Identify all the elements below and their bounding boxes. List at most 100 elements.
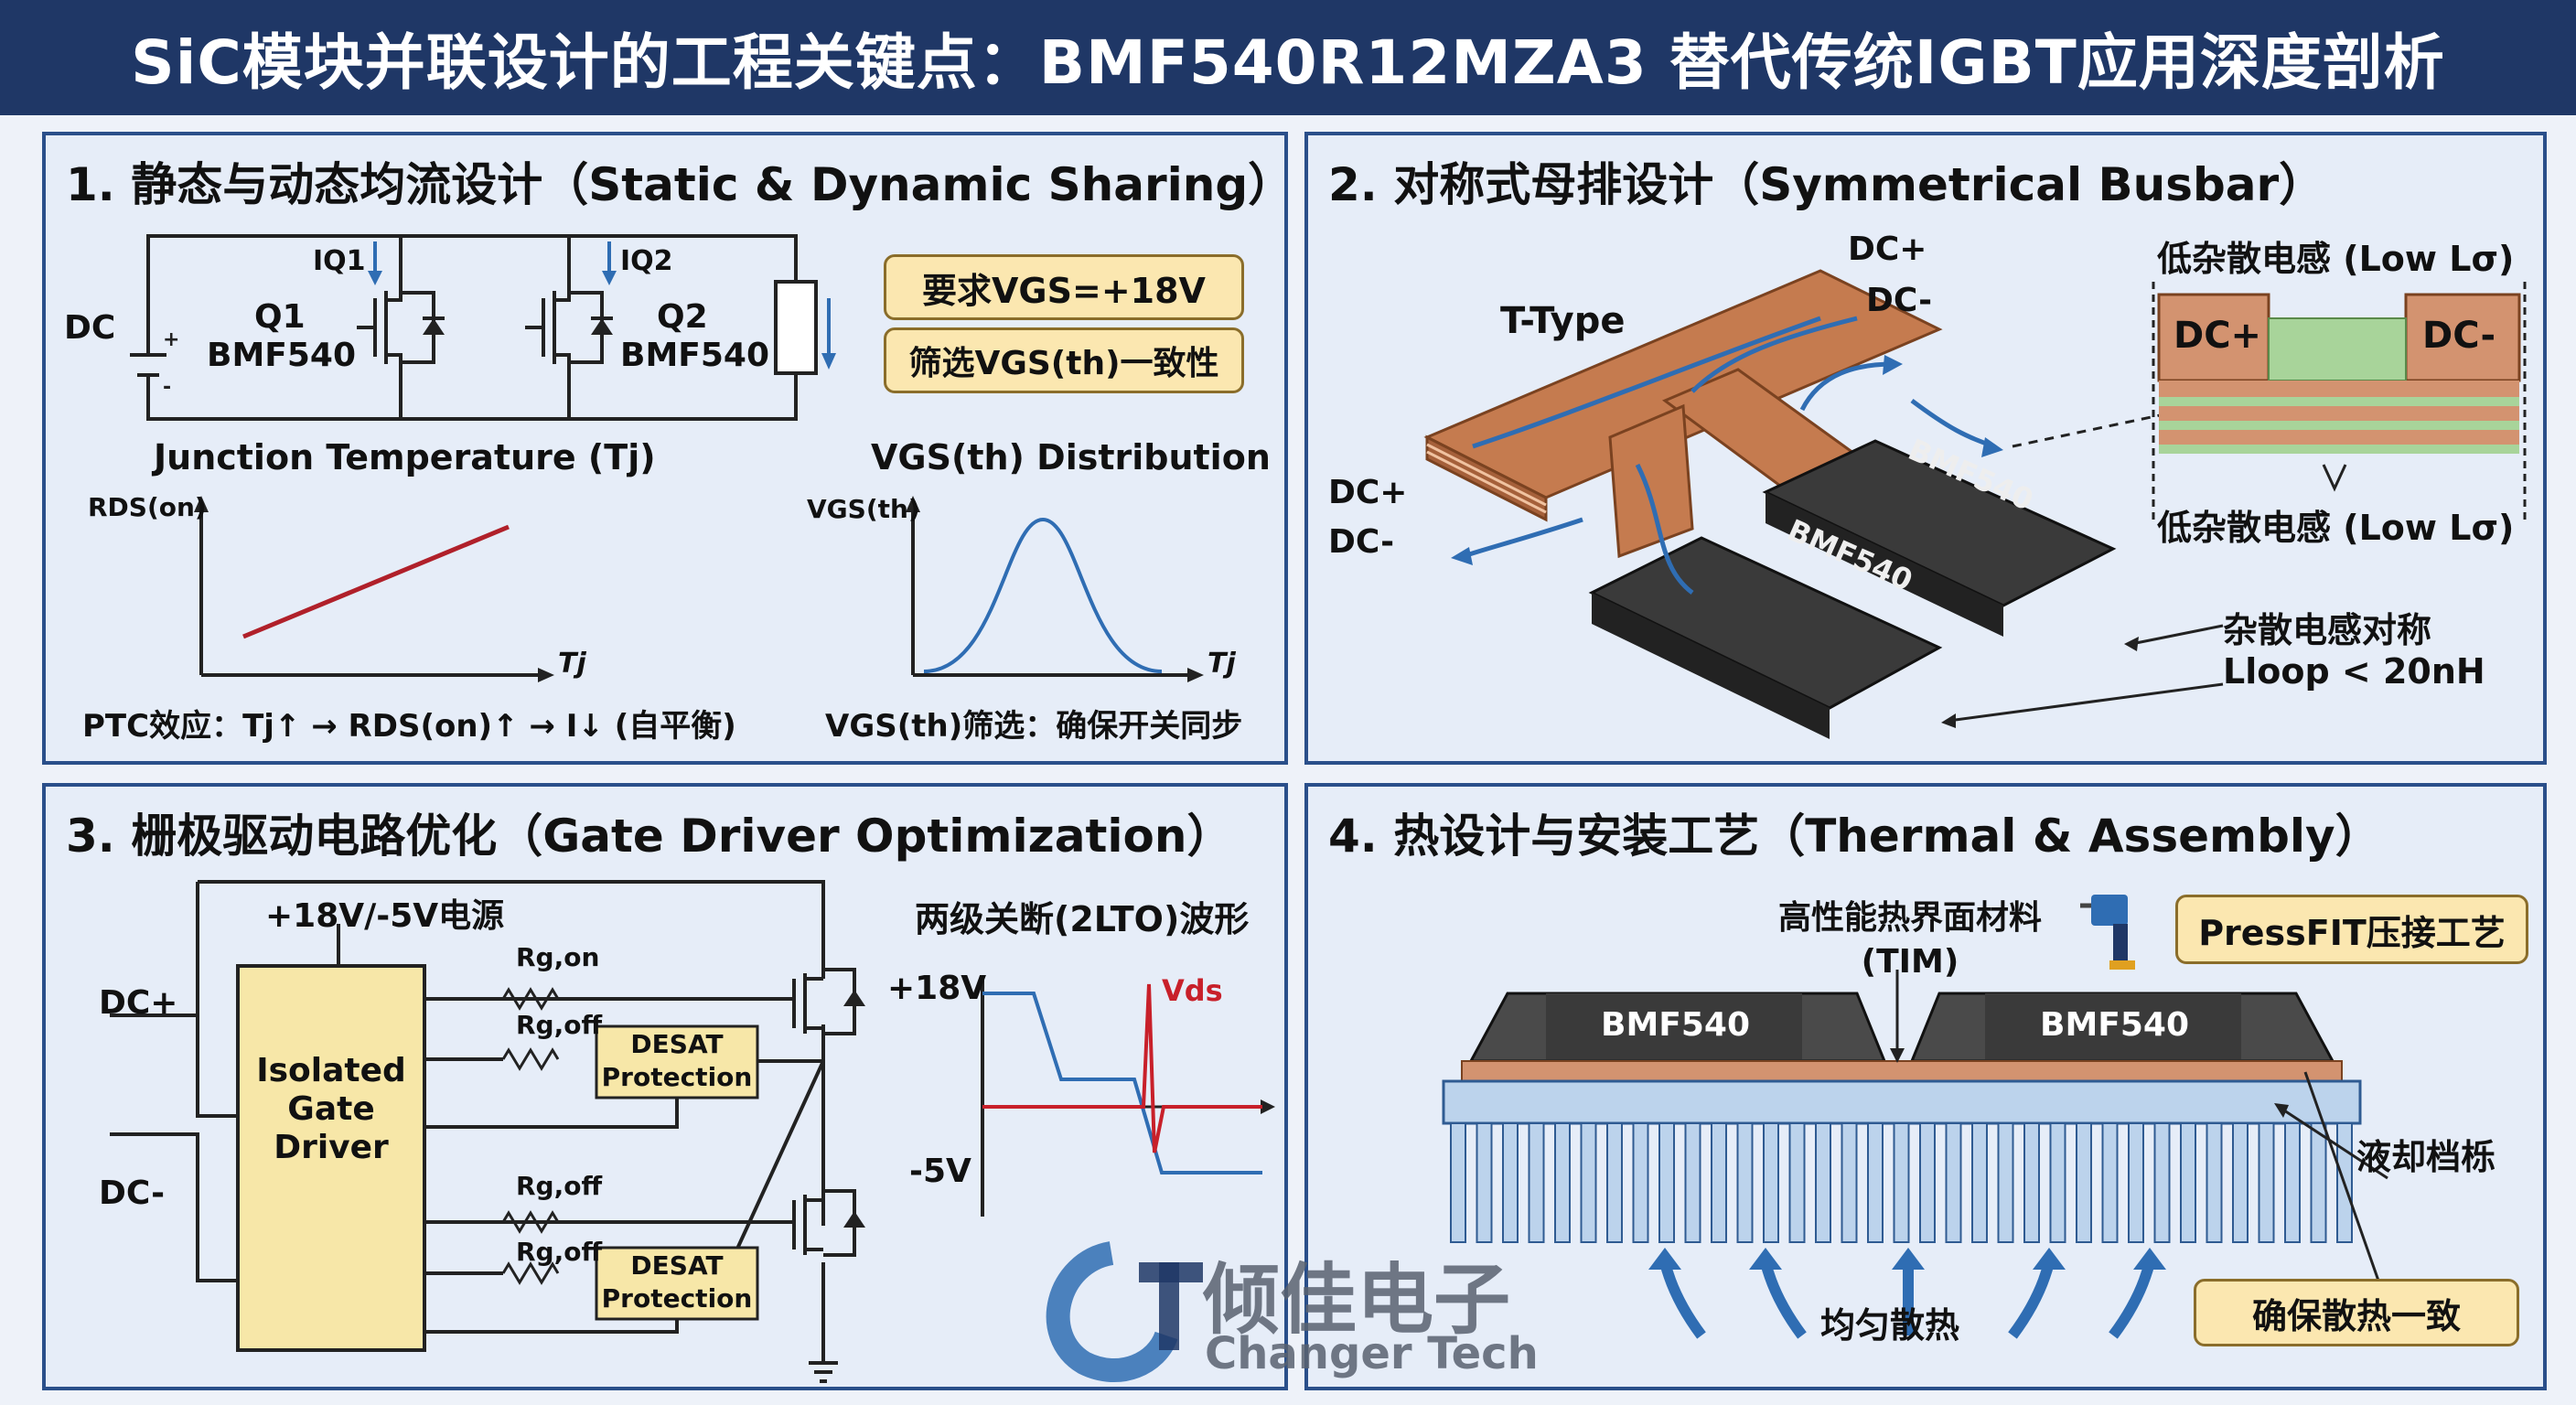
ensure-text: 确保散热一致: [2251, 1295, 2461, 1336]
current-flow-arrow-icon: [1463, 316, 1995, 595]
heatsink-fin: [1658, 1122, 1675, 1243]
tim-layer: [1461, 1060, 2343, 1082]
panel-busbar: 2. 对称式母排设计（Symmetrical Busbar）: [1304, 132, 2547, 765]
heatsink-fin: [1867, 1122, 1884, 1243]
desat-top-label: DESAT Protection: [601, 1029, 753, 1092]
heatsink-fin: [1841, 1122, 1858, 1243]
page-title: SiC模块并联设计的工程关键点：BMF540R12MZA3 替代传统IGBT应用…: [131, 27, 2445, 98]
pressfit-text: PressFIT压接工艺: [2198, 912, 2506, 953]
busbar-illustration: [1423, 269, 2527, 739]
dc-minus-left: DC-: [1328, 523, 1395, 561]
heatsink-fin: [2076, 1122, 2092, 1243]
tj-y-label: RDS(on): [88, 492, 207, 522]
heatsink-fin: [1554, 1122, 1571, 1243]
screen-vgs-text: 筛选VGS(th)一致性: [908, 345, 1219, 382]
heatsink-fin: [1815, 1122, 1831, 1243]
airflow-arrowhead-icon: [1648, 1248, 1681, 1270]
heatsink-fin: [1502, 1122, 1519, 1243]
heatsink-fin: [1711, 1122, 1727, 1243]
waveform-title: 两级关断(2LTO)波形: [915, 899, 1250, 939]
heatsink-fin: [1606, 1122, 1623, 1243]
heatsink-fin: [1528, 1122, 1545, 1243]
dc-minus: DC-: [99, 1174, 166, 1212]
svg-text:+: +: [163, 328, 179, 351]
thermal-assembly-illustration: [1442, 895, 2388, 1339]
loop-note: Lloop < 20nH: [2223, 651, 2485, 692]
load-resistor: [774, 280, 818, 375]
panel3-title: 3. 栅极驱动电路优化（Gate Driver Optimization）: [66, 810, 1233, 863]
airflow-arrowhead-icon: [1749, 1248, 1782, 1270]
vgs-chart-title: VGS(th) Distribution: [871, 437, 1271, 477]
airflow-arrowhead-icon: [2133, 1248, 2166, 1270]
dc-source-symbol: [130, 348, 166, 401]
gate-resistors: [501, 987, 560, 1285]
drill-icon: [2080, 895, 2135, 970]
plus18-label: +18V: [887, 970, 987, 1007]
q1-label: Q1: [254, 298, 306, 336]
airflow-arrow-icon: [2008, 1260, 2055, 1339]
logo-en: Changer Tech: [1205, 1328, 1539, 1379]
heatsink-fin: [1580, 1122, 1597, 1243]
heatsink-fin: [2153, 1122, 2171, 1243]
vgs-note: VGS(th)筛选：确保开关同步: [825, 708, 1243, 745]
module-label-right: BMF540: [2040, 1006, 2190, 1044]
copper-busbar: [1423, 269, 1943, 559]
bmf540-module-2: [1762, 439, 2117, 637]
driver-box: [236, 964, 426, 1352]
desat-box-bottom: [595, 1246, 759, 1321]
vds-waveform: [982, 983, 1262, 1153]
current-arrow-icon: [373, 241, 831, 355]
heatsink-fin: [1632, 1122, 1649, 1243]
tj-chart-title: Junction Temperature (Tj): [154, 437, 656, 477]
vds-label: Vds: [1162, 973, 1223, 1008]
heatsink-fin: [1919, 1122, 1936, 1243]
cooling-label: 液却档栎: [2356, 1137, 2496, 1177]
symmetric-note: 杂散电感对称: [2223, 610, 2432, 650]
heatsink-fin: [1893, 1122, 1910, 1243]
vgs-waveform: [982, 992, 1262, 1174]
heatsink-fin: [1450, 1122, 1466, 1243]
heatsink-fin: [1997, 1122, 2014, 1243]
airflow-arrowhead-icon: [2033, 1248, 2066, 1270]
airflow-arrow-icon: [2109, 1260, 2155, 1339]
logo-mark-icon: [1046, 1241, 1203, 1382]
heatsink-fin: [2232, 1122, 2249, 1243]
heatsink-fin: [2023, 1122, 2040, 1243]
ensure-badge: 确保散热一致: [2194, 1279, 2519, 1346]
low-inductance-bottom: 低杂散电感 (Low Lσ): [2157, 508, 2515, 548]
req-vgs-badge: 要求VGS=+18V: [884, 254, 1244, 320]
desat-bottom-label: DESAT Protection: [601, 1250, 753, 1314]
panel-thermal: 4. 热设计与安装工艺（Thermal & Assembly）: [1304, 783, 2547, 1390]
heatsink-base: [1442, 1079, 2362, 1125]
q1-part: BMF540: [207, 337, 357, 374]
heatsink-fin: [2206, 1122, 2223, 1243]
heatsink-fin: [2284, 1122, 2301, 1243]
2lto-waveform-chart: [981, 979, 1275, 1217]
low-inductance-top: 低杂散电感 (Low Lσ): [2157, 239, 2515, 279]
airflow-arrow-icon: [1760, 1260, 1807, 1339]
heatsink-fin: [1971, 1122, 1988, 1243]
panel-current-sharing: 1. 静态与动态均流设计（Static & Dynamic Sharing） +…: [42, 132, 1293, 765]
panel4-title: 4. 热设计与安装工艺（Thermal & Assembly）: [1328, 810, 2381, 863]
svg-text:-: -: [163, 376, 171, 399]
heatsink-fin: [2180, 1122, 2196, 1243]
rg-off-bottom-label: Rg,off: [516, 1237, 603, 1267]
ptc-note: PTC效应：Tj↑ → RDS(on)↑ → I↓ (自平衡): [82, 708, 736, 745]
rds-vs-tj-chart: [194, 496, 554, 682]
dc-plus-left: DC+: [1328, 474, 1408, 511]
uniform-label: 均匀散热: [1820, 1305, 1960, 1346]
minus5-label: -5V: [909, 1153, 971, 1190]
panel1-title: 1. 静态与动态均流设计（Static & Dynamic Sharing）: [66, 158, 1294, 211]
heatsink-fin: [1476, 1122, 1493, 1243]
module-label-left: BMF540: [1601, 1006, 1751, 1044]
tj-x-label: Tj: [558, 648, 586, 680]
low-side-mosfet: [778, 1189, 856, 1257]
gate-driver-circuit: [110, 880, 1275, 1383]
tim-label: 高性能热界面材料 (TIM): [1777, 899, 2042, 981]
bmf540-module-right: [1909, 992, 2335, 1063]
supply-label: +18V/-5V电源: [265, 897, 505, 935]
panel2-title: 2. 对称式母排设计（Symmetrical Busbar）: [1328, 158, 2325, 211]
dc-label: DC: [64, 309, 116, 347]
t-type-label: T-Type: [1500, 300, 1626, 342]
rds-trend-line: [242, 524, 510, 639]
